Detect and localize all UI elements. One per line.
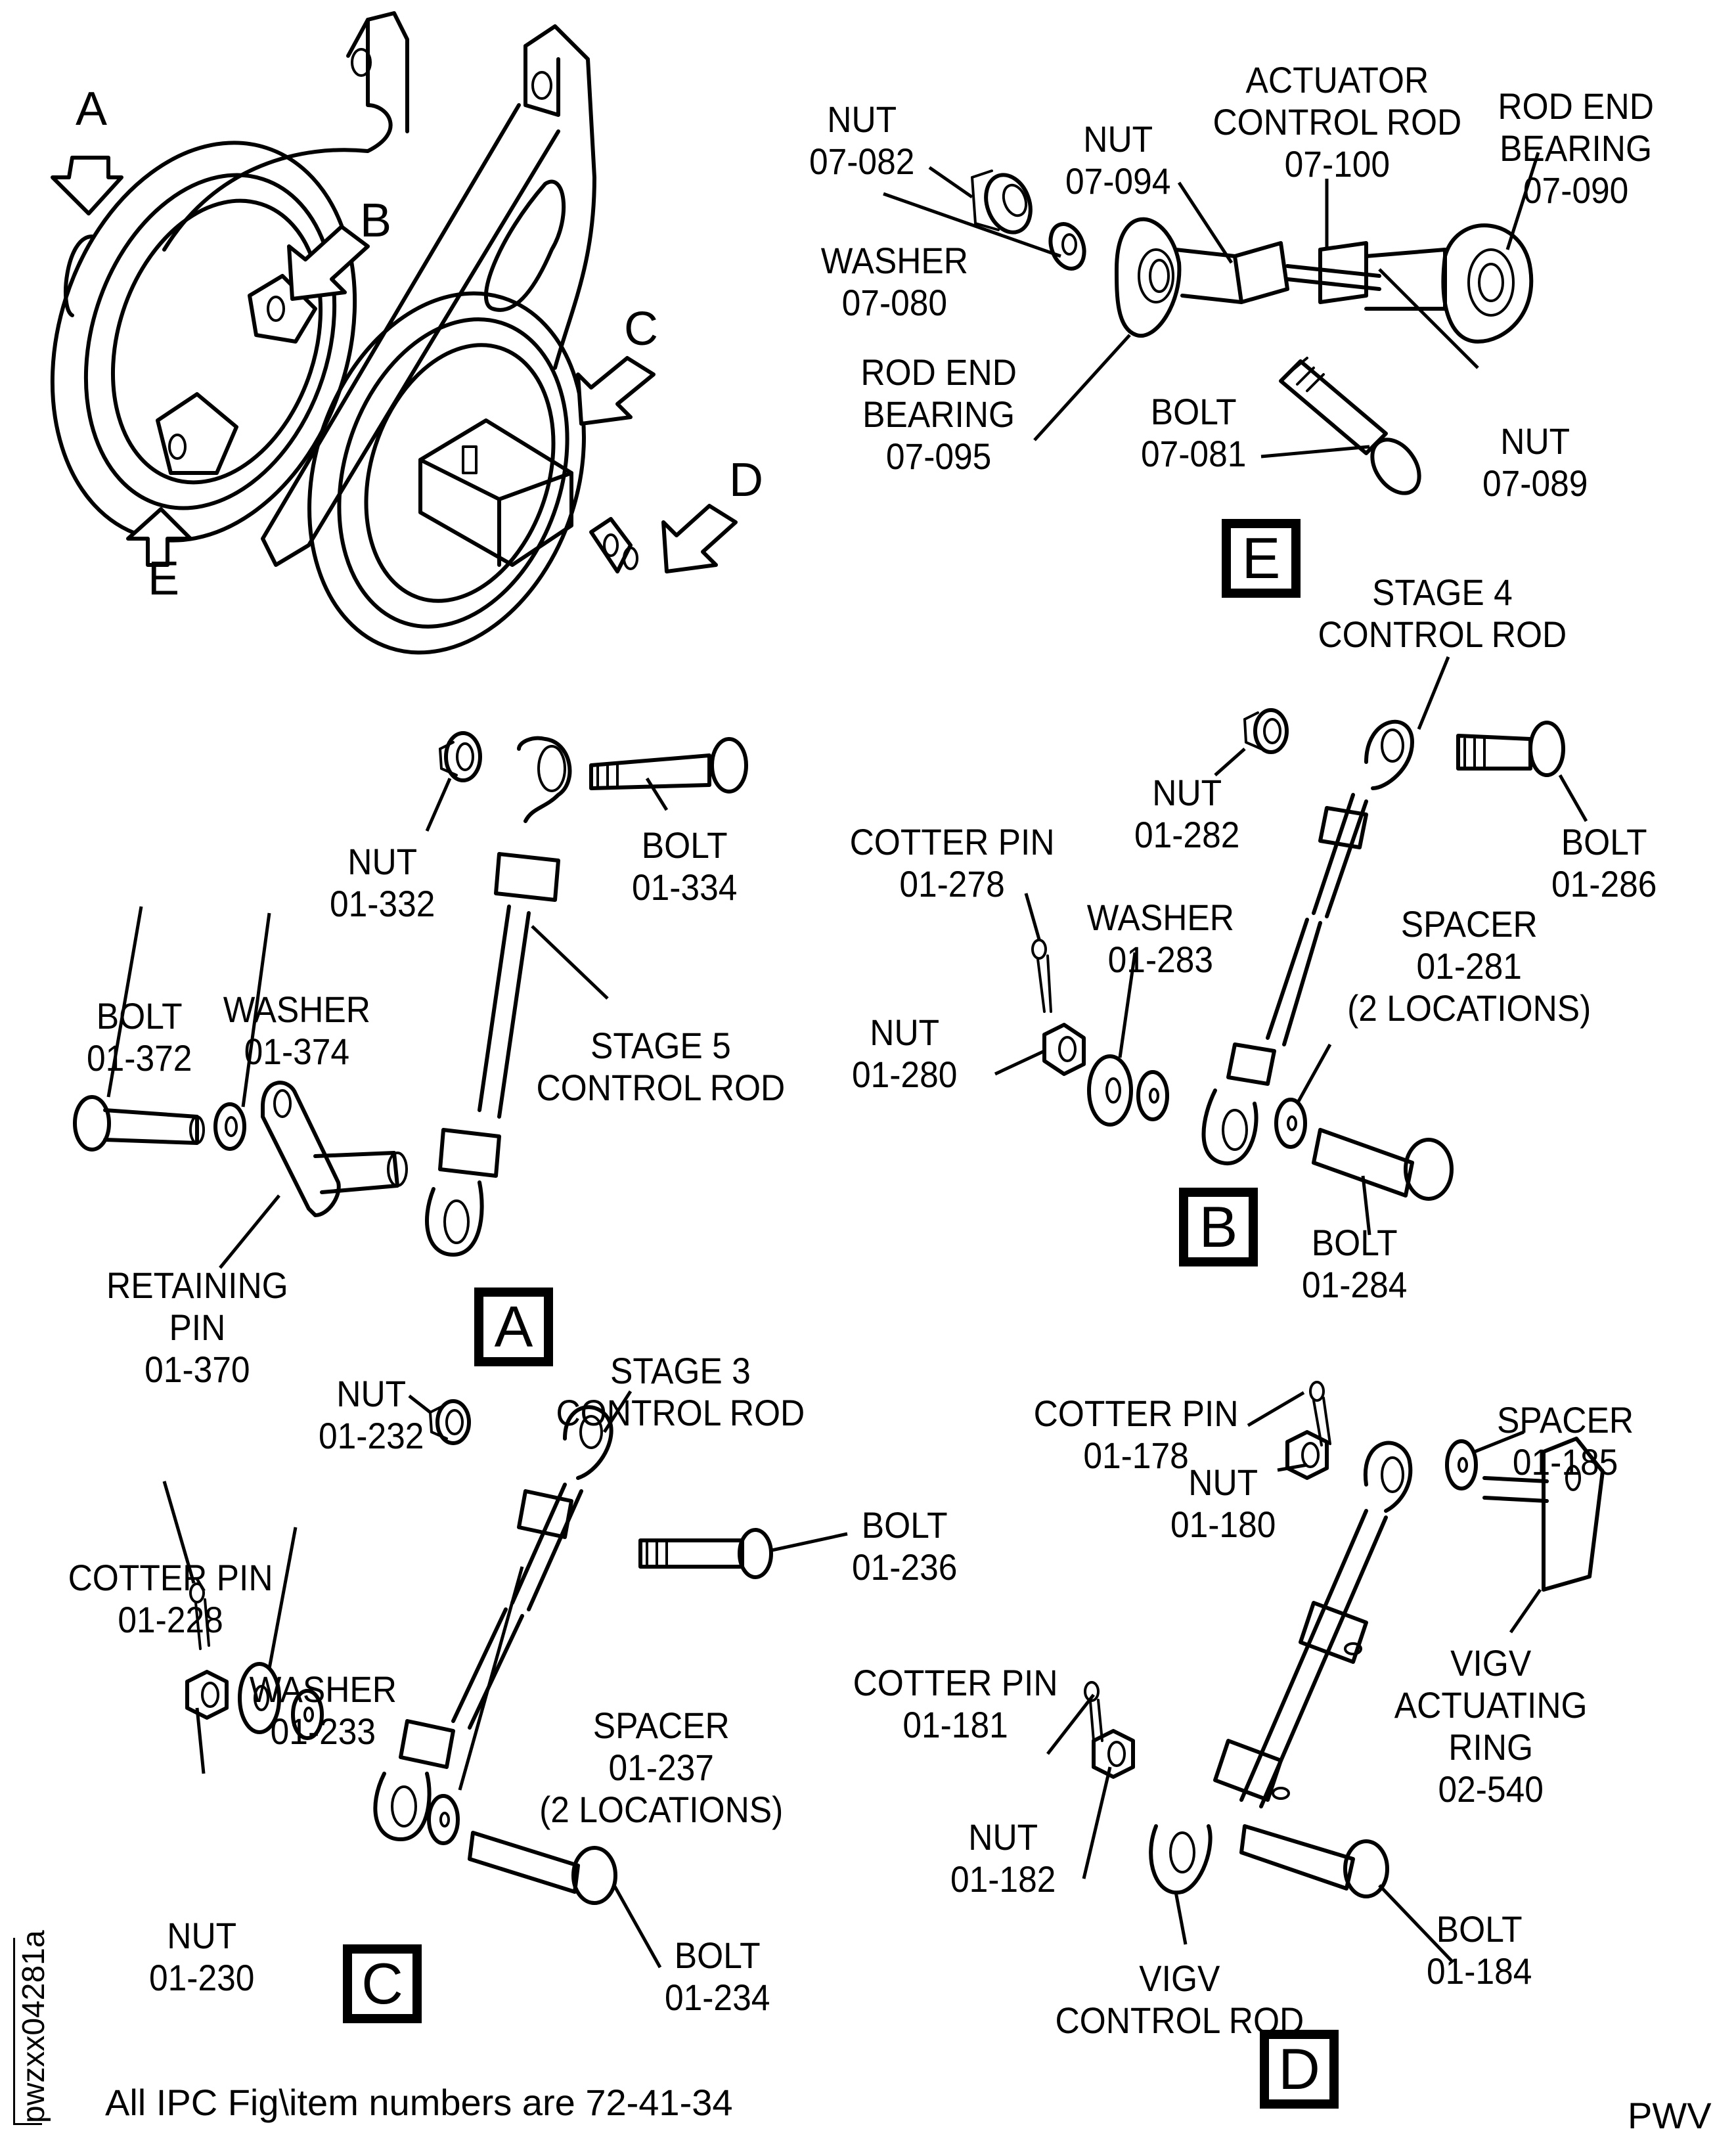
callout-nut-01-332: NUT 01-332 [329,841,435,924]
callout-bolt-01-286: BOLT 01-286 [1551,821,1657,905]
callout-nut-01-180: NUT 01-180 [1170,1462,1276,1545]
callout-nut-07-082: NUT 07-082 [809,99,915,182]
arrow-label-a: A [76,83,108,135]
callout-washer-01-233: WASHER 01-233 [249,1668,397,1752]
arrow-label-d: D [729,454,763,506]
callout-cotter-pin-01-181: COTTER PIN 01-181 [853,1662,1058,1745]
callout-stage-3-control-rod: STAGE 3 CONTROL ROD [556,1350,805,1433]
view-b-art [1031,708,1565,1201]
view-label-c: C [343,1944,422,2023]
callout-washer-01-374: WASHER 01-374 [223,989,370,1072]
callout-washer-01-283: WASHER 01-283 [1086,897,1234,980]
callout-rod-end-bearing-07-095: ROD END BEARING 07-095 [860,351,1017,477]
callout-nut-07-089: NUT 07-089 [1482,420,1588,504]
footnote: All IPC Fig\item numbers are 72-41-34 [105,2082,733,2123]
view-label-d: D [1260,2030,1339,2109]
arrow-e-icon [126,507,192,567]
callout-bolt-01-184: BOLT 01-184 [1426,1908,1532,1992]
callout-retaining-pin-01-370: RETAINING PIN 01-370 [106,1265,288,1390]
callout-vigv-control-rod: VIGV CONTROL ROD [1055,1958,1304,2041]
view-c-art [185,1399,773,1905]
callout-nut-01-282: NUT 01-282 [1134,772,1240,855]
callout-spacer-01-281: SPACER 01-281 (2 LOCATIONS) [1347,903,1591,1029]
arrow-d-icon [661,504,738,573]
callout-cotter-pin-01-228: COTTER PIN 01-228 [68,1557,273,1640]
callout-vigv-actuating-ring-02-540: VIGV ACTUATING RING 02-540 [1394,1642,1588,1810]
callout-spacer-01-185: SPACER 01-185 [1497,1399,1634,1483]
callout-cotter-pin-01-278: COTTER PIN 01-278 [849,821,1055,905]
source-mark: PWV [1628,2095,1712,2136]
drawing-code: pwzxx04281a [16,1930,51,2123]
callout-bolt-01-372: BOLT 01-372 [86,995,192,1079]
view-a-art [73,731,748,1257]
callout-bolt-01-334: BOLT 01-334 [631,824,738,908]
callout-bolt-01-236: BOLT 01-236 [851,1504,958,1588]
arrow-a-icon [51,156,123,215]
callout-stage-4-control-rod: STAGE 4 CONTROL ROD [1318,571,1567,655]
view-arrows [51,156,738,573]
arrow-label-c: C [624,303,658,355]
callout-bolt-01-284: BOLT 01-284 [1301,1222,1408,1305]
callout-nut-01-230: NUT 01-230 [148,1915,255,1998]
view-label-b: B [1179,1188,1258,1266]
callout-nut-01-232: NUT 01-232 [318,1373,424,1456]
callout-bolt-07-081: BOLT 07-081 [1140,391,1247,474]
arrow-label-e: E [148,552,180,605]
callout-nut-01-280: NUT 01-280 [851,1012,958,1095]
callout-washer-07-080: WASHER 07-080 [820,240,968,323]
view-d-art [1084,1381,1605,1898]
callout-rod-end-bearing-07-090: ROD END BEARING 07-090 [1498,85,1654,211]
callout-cotter-pin-01-178: COTTER PIN 01-178 [1033,1393,1239,1476]
arrow-b-icon [287,225,370,301]
callout-bolt-01-234: BOLT 01-234 [664,1935,770,2018]
callout-spacer-01-237: SPACER 01-237 (2 LOCATIONS) [539,1705,784,1830]
view-label-a: A [474,1288,553,1366]
drawing-code-bracket [13,1938,15,2125]
arrow-label-b: B [360,194,392,247]
callout-actuator-control-rod-07-100: ACTUATOR CONTROL ROD 07-100 [1213,59,1462,185]
arrow-c-icon [576,356,656,426]
callout-nut-01-182: NUT 01-182 [950,1816,1056,1900]
view-label-e: E [1222,519,1301,598]
overview-assembly [50,11,638,655]
callout-stage-5-control-rod: STAGE 5 CONTROL ROD [536,1025,786,1108]
leader-lines [106,152,1588,1969]
view-e-art [971,169,1534,495]
callout-nut-07-094: NUT 07-094 [1065,118,1171,202]
drawing-code-underline [13,2123,42,2125]
